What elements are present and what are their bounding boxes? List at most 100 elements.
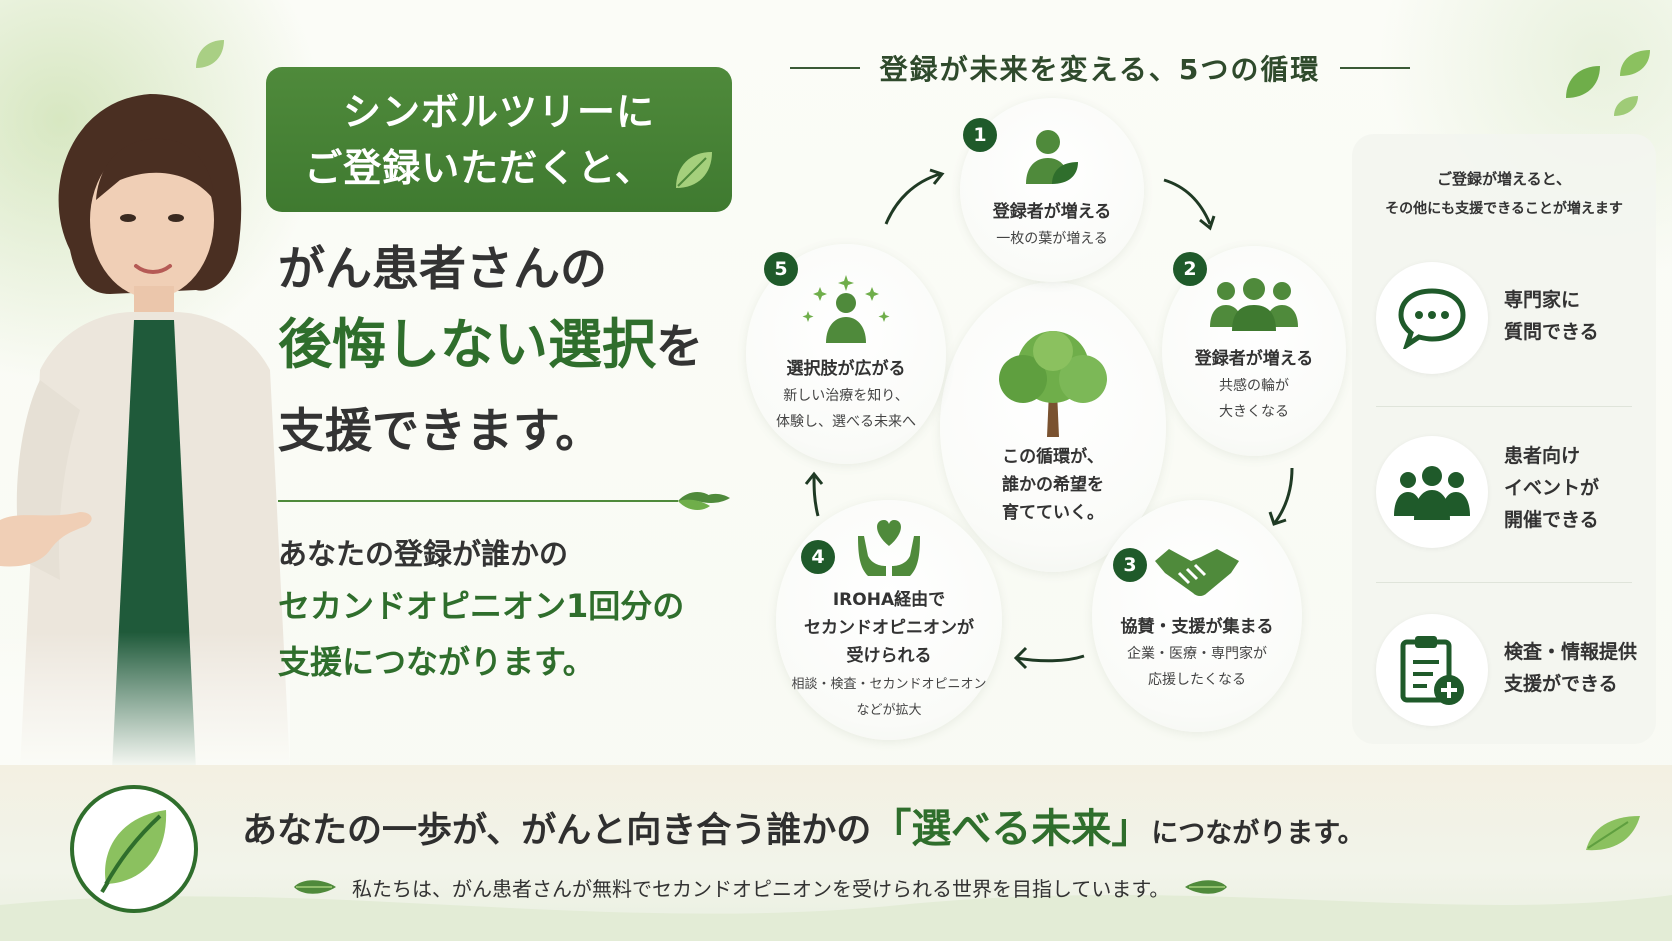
footer-highlight: 選べる未来 [911,806,1112,852]
benefit-text: 検査・情報提供 支援ができる [1504,636,1637,700]
leaf-icon [294,880,336,894]
cycle-step-3: 協賛・支援が集まる 企業・医療・専門家が 応援したくなる [1092,500,1302,732]
headline-particle: を [656,320,703,375]
heart-hands-icon [858,520,920,576]
benefit-2-line-1: 患者向け [1504,445,1581,467]
cycle-step-4: IROHA経由で セカンドオピニオンが 受けられる 相談・検査・セカンドオピニオ… [776,500,1002,740]
vine-divider [278,491,730,511]
step-1-title: 登録者が増える [992,202,1112,222]
step-5-title: 選択肢が広がる [786,359,906,379]
cycle-center: この循環が、 誰かの希望を 育てていく。 [940,282,1166,572]
footer-quote-close: 」 [1111,806,1152,852]
title-rule-right [1340,67,1411,69]
step-3-title: 協賛・支援が集まる [1120,617,1274,637]
benefit-2-line-3: 開催できる [1504,509,1599,531]
arrow-2-to-3 [1268,467,1294,526]
leaf-icon [1566,50,1650,116]
benefit-1-line-1: 専門家に [1504,289,1581,311]
person-leaf-icon [1026,130,1078,184]
footer-message-after: につながります。 [1151,818,1365,849]
divider [1376,406,1632,407]
benefit-icon-circle [1376,614,1488,726]
clipboard-plus-icon [1400,636,1464,705]
benefit-3-line-2: 支援ができる [1504,673,1618,695]
center-line-2: 誰かの希望を [1002,475,1104,495]
handshake-icon [1155,549,1239,596]
person-sparkle-icon [802,275,890,343]
step-4-title-3: 受けられる [846,646,932,666]
step-5-desc-1: 新しい治療を知り、 [783,388,909,404]
leaf-icon [196,40,224,68]
group-icon [1210,278,1298,331]
center-line-3: 育てていく。 [1002,503,1104,523]
woman-illustration [0,80,290,770]
step-1-desc: 一枚の葉が増える [996,231,1108,247]
arrow-4-to-5 [804,471,824,517]
divider [1376,582,1632,583]
footer-band [0,765,1672,941]
benefit-text: 患者向け イベントが 開催できる [1504,440,1599,536]
arrow-1-to-2 [1163,178,1216,231]
cycle-title: 登録が未来を変える、5つの循環 [780,46,1420,90]
sub-line-2: セカンドオピニオン1回分の [278,587,685,625]
step-2-number: 2 [1173,252,1207,286]
footer-message-before: あなたの一歩が、がんと向き合う誰かの [242,811,872,851]
cycle-title-text: 登録が未来を変える、5つの循環 [879,53,1321,86]
main-headline: がん患者さんの 後悔しない選択を 支援できます。 [278,238,748,474]
benefits-panel: ご登録が増えると、 その他にも支援できることが増えます 専門家に 質問できる [1352,134,1656,744]
step-4-desc-1: 相談・検査・セカンドオピニオン [791,677,987,692]
benefit-3-line-1: 検査・情報提供 [1504,641,1638,663]
step-4-number: 4 [801,540,835,574]
sub-message: あなたの登録が誰かの セカンドオピニオン1回分の 支援につながります。 [274,532,748,688]
step-3-number: 3 [1113,548,1147,582]
step-4-title: IROHA経由で [832,590,946,610]
footer-sub-text: 私たちは、がん患者さんが無料でセカンドオピニオンを受けられる世界を目指しています… [352,876,1170,901]
footer-quote-open: 「 [871,806,912,852]
headline-line-2: 後悔しない選択を [278,302,748,390]
headline-emphasis: 後悔しない選択 [278,312,656,376]
wave-decoration [0,895,1672,941]
leaf-icon [676,152,712,188]
benefit-text: 専門家に 質問できる [1504,284,1599,348]
step-2-title: 登録者が増える [1194,349,1314,369]
footer-sub: 私たちは、がん患者さんが無料でセカンドオピニオンを受けられる世界を目指しています… [292,870,1472,904]
step-2-desc-2: 大きくなる [1219,404,1289,420]
benefit-2-line-2: イベントが [1504,477,1600,499]
benefit-icon-circle [1376,262,1488,374]
benefit-item-expert: 専門家に 質問できる [1376,256,1646,386]
step-3-desc-2: 応援したくなる [1148,672,1246,688]
benefits-title: ご登録が増えると、 その他にも支援できることが増えます [1352,164,1656,224]
step-2-desc-1: 共感の輪が [1219,378,1289,394]
step-4-title-2: セカンドオピニオンが [804,618,974,638]
leaf-icon [1586,816,1640,851]
sub-line-1: あなたの登録が誰かの [278,537,569,571]
header-line-1: シンボルツリーに [342,89,655,134]
step-5-desc-2: 体験し、選べる未来へ [776,414,916,430]
step-4-desc-2: などが拡大 [856,703,922,718]
benefits-title-2: その他にも支援できることが増えます [1385,201,1623,217]
benefits-title-1: ご登録が増えると、 [1437,170,1571,188]
leaf-icon [1185,880,1228,894]
group-icon [1394,466,1470,520]
tree-icon [999,331,1107,437]
arrow-5-to-1 [884,168,945,225]
benefit-icon-circle [1376,436,1488,548]
center-line-1: この循環が、 [1002,447,1104,467]
footer-leaf-badge [70,785,198,913]
benefit-1-line-2: 質問できる [1504,321,1599,343]
chat-bubble-icon [1398,288,1466,349]
title-rule-left [789,67,860,69]
benefit-item-event: 患者向け イベントが 開催できる [1376,430,1646,560]
header-line-2: ご登録いただくと、 [304,145,654,190]
headline-line-3: 支援できます。 [278,404,603,459]
header-banner: シンボルツリーに ご登録いただくと、 [266,67,732,212]
benefit-item-test: 検査・情報提供 支援ができる [1376,608,1646,738]
headline-line-1: がん患者さんの [278,242,607,297]
step-3-desc-1: 企業・医療・専門家が [1127,646,1267,662]
footer-message: あなたの一歩が、がんと向き合う誰かの「選べる未来」につながります。 [242,796,1562,856]
leaf-icon [100,810,167,894]
step-1-number: 1 [963,118,997,152]
step-5-number: 5 [764,252,798,286]
arrow-3-to-4 [1013,646,1085,670]
sub-line-3: 支援につながります。 [274,636,599,688]
